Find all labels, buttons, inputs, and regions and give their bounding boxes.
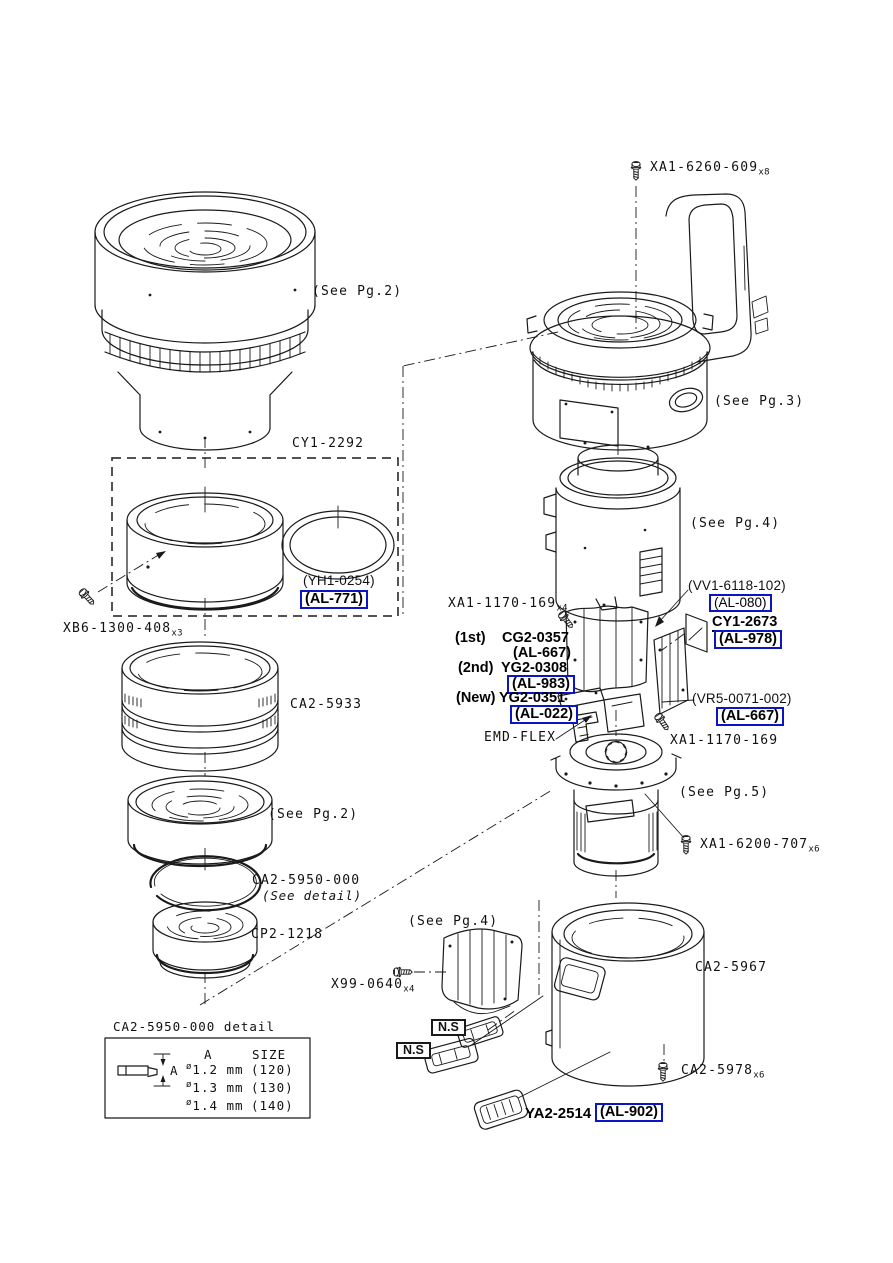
part-label-ca2-5933: CA2-5933	[290, 697, 363, 712]
prism-drawing	[685, 613, 708, 653]
al-771-box: (AL-771)	[300, 590, 369, 610]
generation-tag-new: (New)	[456, 690, 496, 706]
see-page-5-ref: (See Pg.5)	[679, 785, 770, 800]
see-page-4-ref-mid: (See Pg.4)	[690, 516, 781, 531]
diaphragm-unit-drawing	[550, 733, 682, 877]
service-code-al-983: (AL-983)	[507, 675, 576, 695]
detail-dim-label: A	[170, 1063, 179, 1078]
screw-icon	[76, 586, 98, 608]
detail-row-size: (140)	[251, 1098, 294, 1113]
main-barrel-drawing	[543, 444, 681, 622]
detail-col-a: A	[204, 1047, 213, 1062]
part-label-x99-0640: X99-0640x4	[331, 977, 415, 995]
service-code-al-771: (AL-771)	[300, 590, 369, 610]
part-label-ca2-5978: CA2-5978x6	[681, 1063, 765, 1081]
generation-tag-2nd: (2nd)	[458, 660, 494, 676]
part-label-ca2-5950-000: CA2-5950-000	[252, 873, 361, 888]
kit-box-cy1-2292	[111, 457, 399, 617]
part-label-cy1-2292: CY1-2292	[292, 436, 365, 451]
see-page-3-ref: (See Pg.3)	[714, 394, 805, 409]
screw-icon	[680, 834, 692, 855]
service-code-al-902: (AL-902)	[595, 1103, 664, 1123]
al-667-box: (AL-667)	[716, 707, 785, 727]
snap-ring-drawing	[149, 855, 262, 912]
part-label-yg2-0351: YG2-0351	[499, 690, 566, 706]
screw-icon	[630, 160, 642, 181]
al-983-box: (AL-983)	[507, 675, 576, 695]
see-page-4-ref-bottom: (See Pg.4)	[408, 914, 499, 929]
part-label-vr5-0071-002: (VR5-0071-002)	[692, 691, 792, 706]
part-label-xb6-1300-408: XB6-1300-408x3	[63, 621, 183, 639]
al-022-box: (AL-022)	[510, 705, 579, 725]
detail-row-size: (120)	[251, 1062, 294, 1077]
part-label-xa1-6200-707: XA1-6200-707x6	[700, 837, 820, 855]
screw-icon	[657, 1061, 669, 1082]
centerlines-and-leaders	[97, 186, 695, 1099]
service-code-al-080: (AL-080)	[709, 594, 772, 613]
part-label-yh1-0254: (YH1-0254)	[303, 573, 375, 588]
flex-unit-drawing	[557, 605, 689, 743]
part-label-xa1-1170-169-x4: XA1-1170-169x4	[448, 596, 568, 614]
al-902-box: (AL-902)	[595, 1103, 664, 1123]
part-label-cp2-1218: CP2-1218	[251, 927, 324, 942]
generation-tag-1st: (1st)	[455, 630, 486, 646]
mount-unit-drawing	[526, 291, 714, 451]
part-label-xa1-6260-609: XA1-6260-609x8	[650, 160, 770, 178]
rear-cover-drawing	[441, 928, 523, 1015]
qty-subscript: x8	[758, 167, 770, 178]
part-label-vv1-6118-102: (VV1-6118-102)	[688, 578, 786, 593]
detail-row-size: (130)	[251, 1080, 294, 1095]
focus-ring-drawing	[121, 641, 279, 772]
part-label-cg2-0357: CG2-0357	[502, 630, 569, 646]
detail-box-drawing	[104, 1037, 311, 1119]
qty-subscript: x6	[808, 844, 820, 855]
screw-icon	[652, 711, 673, 733]
ns-badge-2: N.S	[396, 1041, 431, 1060]
service-code-al-022: (AL-022)	[510, 705, 579, 725]
front-lens-group-drawing	[94, 191, 316, 451]
part-label-xa1-1170-169-b: XA1-1170-169	[670, 733, 779, 748]
detail-table-title: CA2-5950-000 detail	[113, 1019, 275, 1034]
ns-badge-1: N.S	[431, 1018, 466, 1037]
detail-row: ø1.4 mm	[186, 1098, 244, 1114]
see-page-2-ref-top: (See Pg.2)	[312, 284, 403, 299]
qty-subscript: x3	[171, 628, 183, 639]
part-label-yg2-0308: YG2-0308	[501, 660, 568, 676]
part-label-emd-flex: EMD-FLEX	[484, 730, 557, 745]
al-080-box: (AL-080)	[709, 594, 772, 613]
part-label-ca2-5967: CA2-5967	[695, 960, 768, 975]
rear-barrel-drawing	[545, 902, 705, 1087]
detail-row: ø1.3 mm	[186, 1080, 244, 1096]
see-detail-ref: (See detail)	[262, 888, 362, 903]
nameplate-drawings	[423, 1016, 529, 1130]
qty-subscript: x4	[403, 984, 415, 995]
service-code-al-978: (AL-978)	[714, 630, 783, 650]
service-code-al-667-b: (AL-667)	[716, 707, 785, 727]
detail-row: ø1.2 mm	[186, 1062, 244, 1078]
al-978-box: (AL-978)	[714, 630, 783, 650]
detail-col-size: SIZE	[252, 1047, 287, 1062]
service-code-al-667-a: (AL-667)	[513, 645, 572, 661]
part-label-ya2-2514: YA2-2514	[525, 1105, 592, 1122]
qty-subscript: x6	[753, 1070, 765, 1081]
see-page-2-ref-lower: (See Pg.2)	[268, 807, 359, 822]
qty-subscript: x4	[556, 603, 568, 614]
screw-icon	[392, 966, 413, 978]
rear-element-drawing	[152, 901, 258, 979]
lens-group-drawing	[127, 775, 273, 868]
